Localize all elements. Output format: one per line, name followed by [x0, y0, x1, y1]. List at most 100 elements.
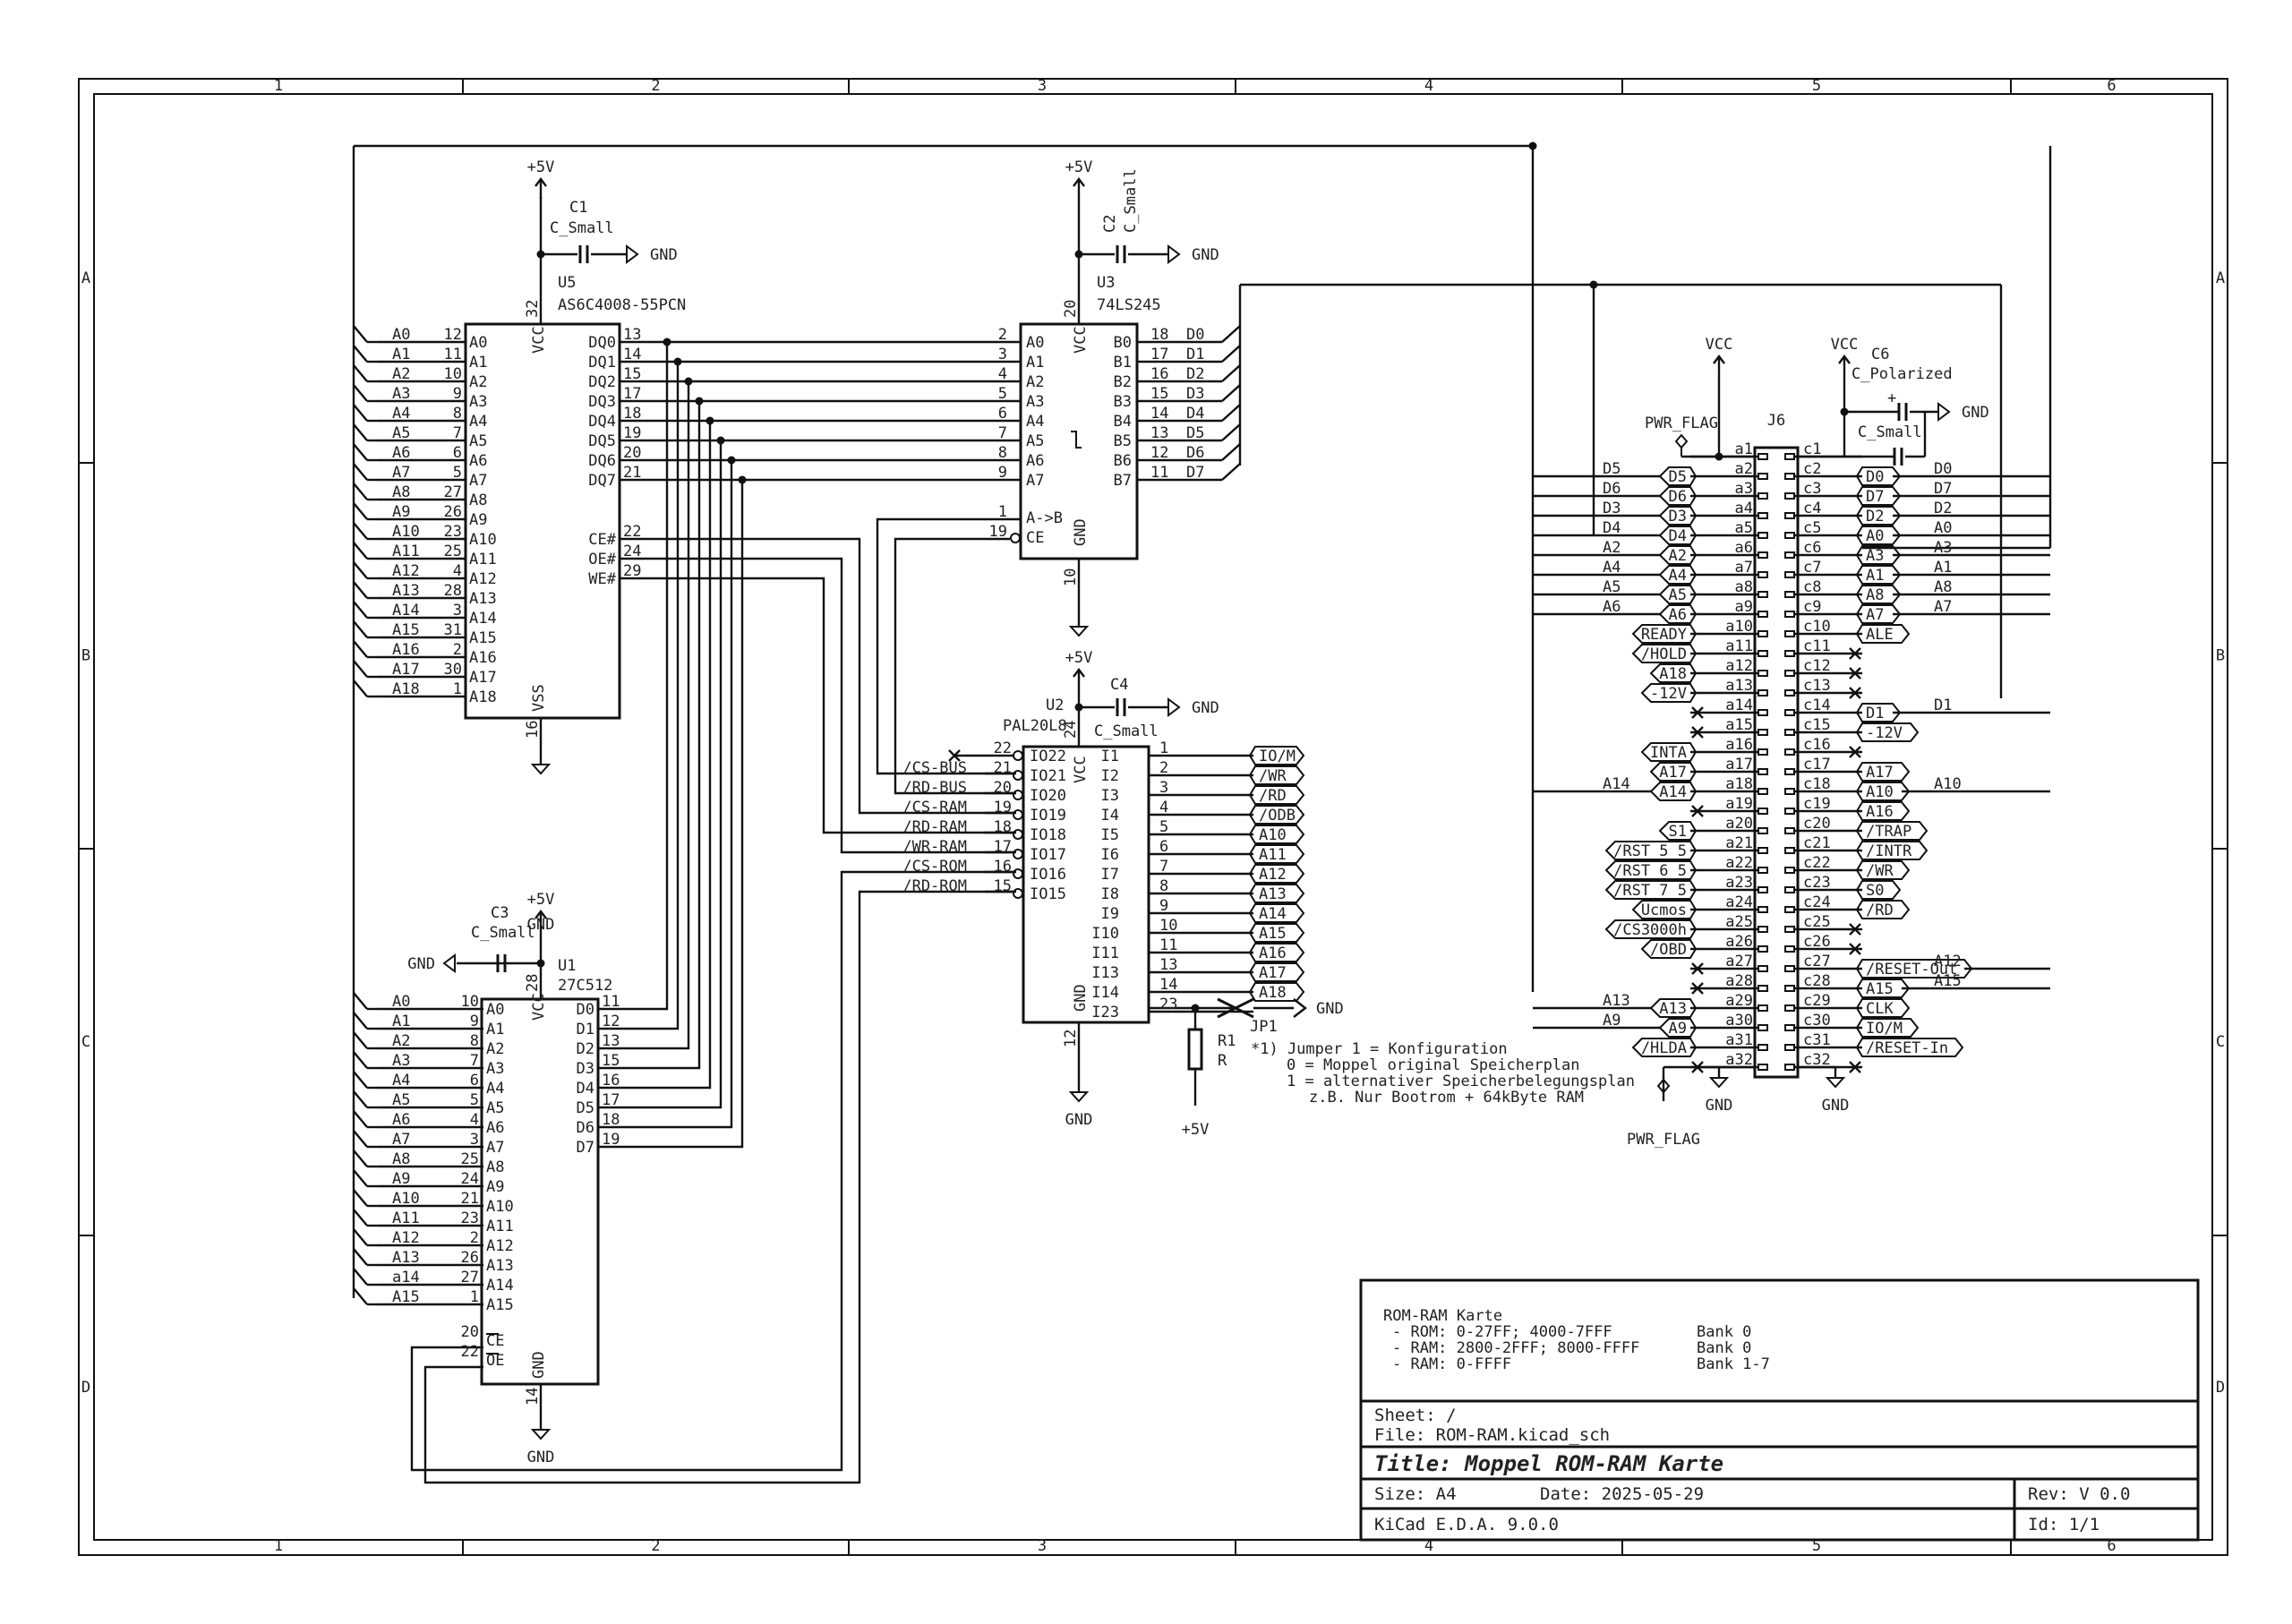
j6-pin-pad [1784, 945, 1795, 953]
title-block-frame [1359, 1278, 2200, 1542]
u5-addr-pin-num: 27 [444, 483, 462, 501]
u2-io-pin-num: 15 [994, 877, 1012, 895]
power-arrow [535, 177, 547, 187]
u5-addr-pin-name: A14 [469, 610, 497, 628]
power-label: VCC [1706, 336, 1733, 354]
j6-c-net: A15 [1934, 972, 1962, 990]
j6-c-label: A15 [1866, 980, 1894, 998]
gnd-symbol [1167, 697, 1181, 717]
u2-io-pin-num: 20 [994, 779, 1012, 797]
u3-a-pin-num: 9 [998, 464, 1007, 482]
gnd-label: GND [1192, 246, 1219, 264]
frame-col-label-top: 4 [1424, 77, 1433, 95]
j6-c-label-shape [1855, 585, 1902, 604]
u2-hier-label-shape [1248, 884, 1305, 903]
u3-a-pin-name: A6 [1026, 452, 1044, 470]
gnd-label: GND [527, 1449, 555, 1466]
u1-addr-net: A9 [392, 1170, 410, 1188]
u1-value: 27C512 [558, 977, 612, 995]
j6-c-label-shape [1855, 466, 1902, 486]
u3-b-pin-num: 14 [1150, 405, 1168, 423]
u5-addr-pin-num: 6 [453, 444, 462, 462]
j6-c-label: A8 [1866, 586, 1884, 604]
u1-data-pin-num: 18 [602, 1111, 620, 1129]
tb-comment-line: - RAM: 2800-2FFF; 8000-FFFF [1392, 1339, 1639, 1357]
u2-io-net: /RD-RAM [902, 818, 967, 836]
u5-addr-pin-name: A8 [469, 491, 487, 509]
inverted-pin-bubble [1013, 829, 1023, 840]
bus-entry [353, 345, 368, 363]
bus-entry [353, 581, 368, 599]
u3-b-pin-name: B0 [1114, 334, 1132, 352]
u1-oe-pin-num: 22 [461, 1343, 479, 1361]
gnd-symbol [626, 244, 639, 264]
u1-addr-net: A1 [392, 1013, 410, 1030]
frame-col-label-top: 1 [274, 77, 283, 95]
u2-hier-label-shape [1248, 844, 1305, 864]
j6-a-pin-name: a17 [1725, 756, 1753, 774]
u2-io-net: /CS-RAM [902, 799, 967, 816]
j6-a-label-shape [1631, 900, 1698, 919]
u3-b-pin-name: B6 [1114, 452, 1132, 470]
j6-a-net: D4 [1603, 519, 1621, 537]
jumper-note-line: *1) Jumper 1 = Konfiguration [1251, 1040, 1508, 1058]
u5-addr-pin-name: A0 [469, 334, 487, 352]
u5-ctrl-pin-num: 22 [623, 523, 641, 541]
j6-a-label-shape [1604, 841, 1698, 860]
j6-c-pin-name: c30 [1803, 1012, 1831, 1030]
j6-a-label: Ucmos [1641, 902, 1687, 919]
u1-addr-net: A4 [392, 1072, 410, 1090]
u2-io-pin-name: IO19 [1030, 807, 1066, 825]
gnd-label: GND [1706, 1097, 1733, 1115]
c3-ref: C3 [491, 904, 509, 922]
bus-entry [353, 443, 368, 461]
u1-addr-pin-name: A11 [486, 1218, 514, 1235]
u5-vcc-pin-num: 32 [524, 300, 542, 318]
u2-io-pin-name: IO20 [1030, 787, 1066, 805]
j6-pin-pad [1784, 492, 1795, 500]
j6-a-pin-name: a8 [1735, 578, 1753, 596]
bus-entry [353, 1031, 368, 1049]
u1-addr-pin-name: A2 [486, 1040, 504, 1058]
pwr-flag-symbol [1674, 433, 1689, 457]
u2-io-net: /RD-ROM [902, 877, 967, 895]
u1-addr-pin-name: A7 [486, 1139, 504, 1157]
u5-addr-pin-num: 10 [444, 365, 462, 383]
j6-c-label: -12V [1866, 724, 1903, 742]
u5-addr-pin-name: A11 [469, 551, 497, 568]
bus-rd-wire [894, 537, 1016, 795]
j6-c-label-shape [1855, 722, 1920, 742]
u1-addr-pin-name: A13 [486, 1257, 514, 1275]
j6-c-pin-name: c18 [1803, 775, 1831, 793]
j6-a-label: A6 [1669, 606, 1687, 624]
u2-hier-label: A16 [1259, 944, 1287, 962]
j6-pin-pad [1757, 532, 1768, 539]
bus-entry [353, 1012, 368, 1030]
u5-addr-net: A4 [392, 405, 410, 423]
j6-a-pin-name: a11 [1725, 637, 1753, 655]
j6-a-label: READY [1641, 626, 1687, 644]
bus-entry [353, 1090, 368, 1108]
bus-entry [353, 1150, 368, 1167]
j6-pin-pad [1784, 906, 1795, 913]
u2-hier-label-shape [1248, 765, 1305, 785]
u3-b-pin-name: B3 [1114, 393, 1132, 411]
j6-pin-pad [1757, 965, 1768, 972]
j6-pin-pad [1784, 1024, 1795, 1031]
bus-entry [353, 660, 368, 678]
gnd-symbol [1825, 1077, 1846, 1089]
j6-a-label-shape [1604, 880, 1698, 900]
u2-in-pin-name: I10 [1091, 925, 1119, 943]
u5-addr-net: A14 [392, 602, 420, 620]
jp1-ref: JP1 [1250, 1018, 1278, 1036]
j6-pin-pad [1784, 591, 1795, 598]
inverted-pin-bubble [1013, 868, 1023, 879]
gnd-symbol [1068, 626, 1090, 637]
u5-dq-pin-name: DQ7 [588, 472, 616, 490]
u1-addr-pin-num: 24 [461, 1170, 479, 1188]
j6-a-pin-name: a32 [1725, 1051, 1753, 1069]
no-connect-flag [1849, 647, 1861, 660]
u1-vcc-pin-num: 28 [524, 974, 542, 992]
